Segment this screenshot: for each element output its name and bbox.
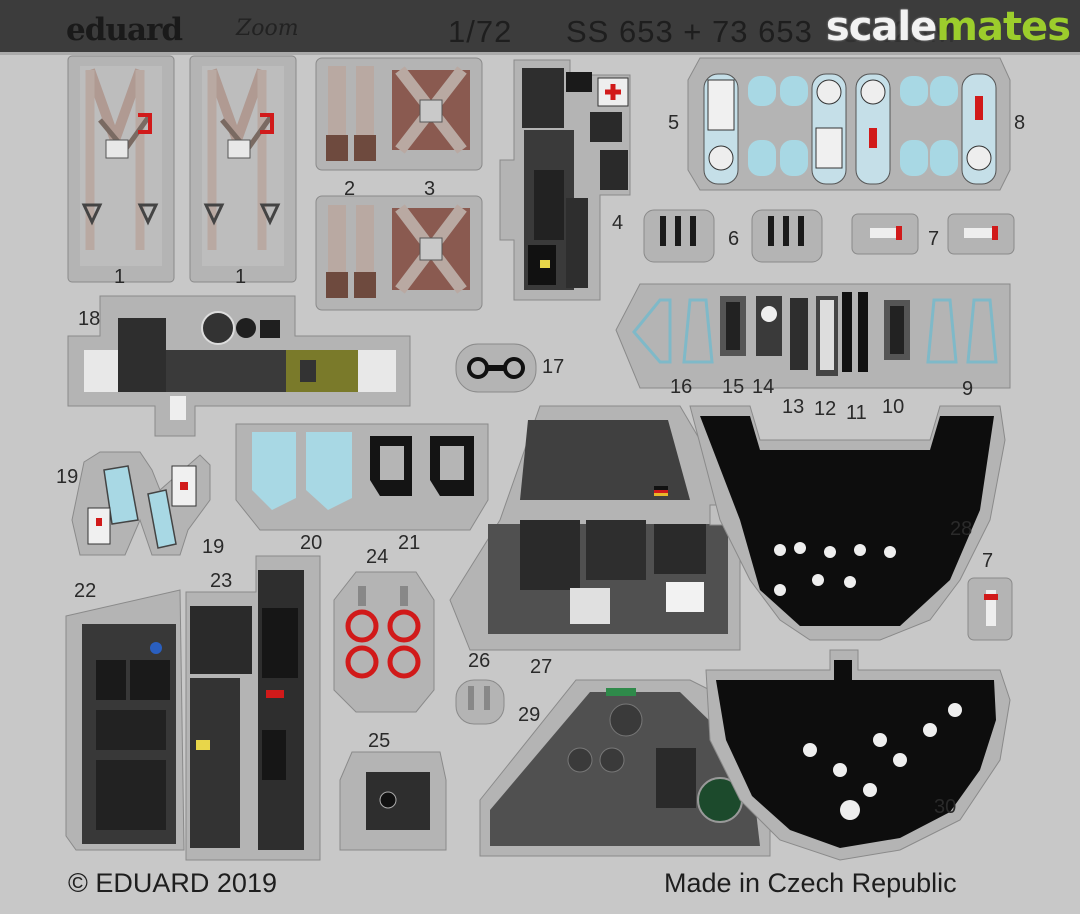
copyright-text: © EDUARD 2019 bbox=[68, 868, 277, 898]
part-number: 11 bbox=[846, 402, 867, 424]
scalemates-watermark: scalemates bbox=[825, 4, 1071, 50]
part-number: 20 bbox=[300, 532, 323, 554]
part-18-bar-panel bbox=[67, 295, 411, 437]
scale-label: 1/72 bbox=[448, 14, 513, 49]
part-7-lower-pin bbox=[967, 577, 1013, 641]
part-number: 13 bbox=[782, 396, 805, 418]
part-19-pair bbox=[71, 451, 211, 556]
part-number: 4 bbox=[612, 212, 624, 234]
part-30-panel-shroud bbox=[705, 649, 1011, 861]
part-number: 24 bbox=[366, 546, 389, 568]
part-6-small-left bbox=[643, 209, 715, 263]
part-number: 19 bbox=[202, 536, 225, 558]
part-29-instrument-panel bbox=[479, 679, 771, 857]
part-number: 21 bbox=[398, 532, 421, 554]
part-number: 9 bbox=[962, 378, 974, 400]
part-number: 22 bbox=[74, 580, 97, 602]
part-number: 28 bbox=[950, 518, 973, 540]
part-9-16-strip bbox=[615, 283, 1011, 389]
part-number: 16 bbox=[670, 376, 693, 398]
part-number: 14 bbox=[752, 376, 775, 398]
part-number: 25 bbox=[368, 730, 391, 752]
part-number: 7 bbox=[982, 550, 994, 572]
part-25-housing bbox=[339, 751, 447, 851]
set-code-label: SS 653 + 73 653 bbox=[566, 14, 813, 49]
part-24-rings bbox=[333, 571, 435, 713]
header-band bbox=[0, 0, 1080, 52]
part-2-3-belts-bottom bbox=[315, 195, 483, 311]
part-number: 3 bbox=[424, 178, 436, 200]
part-number: 10 bbox=[882, 396, 905, 418]
part-26-clip bbox=[455, 679, 505, 725]
part-5-8-window-panel bbox=[687, 57, 1011, 191]
part-23-instrument-columns bbox=[185, 555, 321, 861]
part-4-side-console bbox=[499, 59, 631, 301]
brand-logo-text: eduard bbox=[66, 12, 183, 48]
part-number: 6 bbox=[728, 228, 740, 250]
part-number: 8 bbox=[1014, 112, 1026, 134]
part-number: 5 bbox=[668, 112, 680, 134]
part-number: 18 bbox=[78, 308, 101, 330]
part-1-harness-right bbox=[189, 55, 297, 283]
part-number: 15 bbox=[722, 376, 745, 398]
origin-text: Made in Czech Republic bbox=[664, 868, 957, 898]
part-7-pins bbox=[851, 213, 1015, 255]
part-1-harness-left bbox=[67, 55, 175, 283]
part-number: 2 bbox=[344, 178, 356, 200]
part-number: 12 bbox=[814, 398, 837, 420]
part-number: 30 bbox=[934, 796, 957, 818]
part-number: 27 bbox=[530, 656, 553, 678]
kit-suffix-label: U-125M bbox=[840, 14, 957, 49]
part-number: 7 bbox=[928, 228, 940, 250]
part-number: 23 bbox=[210, 570, 233, 592]
part-22-instrument-side bbox=[65, 589, 185, 851]
part-27-instrument-panel bbox=[449, 405, 741, 651]
header-divider bbox=[0, 52, 1080, 55]
part-number: 29 bbox=[518, 704, 541, 726]
part-number: 1 bbox=[114, 266, 126, 288]
part-20-21-panels bbox=[235, 423, 489, 531]
part-17-link bbox=[455, 343, 537, 393]
part-28-panel-shroud bbox=[689, 405, 1006, 641]
part-2-3-belts-top bbox=[315, 57, 483, 171]
part-number: 1 bbox=[235, 266, 247, 288]
part-number: 26 bbox=[468, 650, 491, 672]
part-number: 19 bbox=[56, 466, 79, 488]
part-6-small-right bbox=[751, 209, 823, 263]
part-number: 17 bbox=[542, 356, 565, 378]
zoom-logo-text: Zoom bbox=[236, 16, 299, 41]
